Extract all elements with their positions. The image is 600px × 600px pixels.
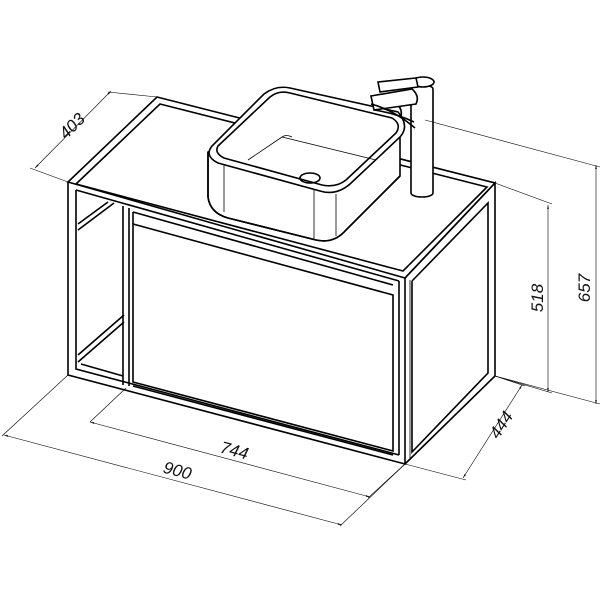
dimension-label-overall-width: 900 <box>161 458 194 484</box>
dimension-label-depth-top: 403 <box>55 109 89 143</box>
dimension-657: 657 <box>424 119 600 405</box>
faucet <box>370 76 435 198</box>
dimension-444: 444 <box>404 375 526 481</box>
dimension-label-depth-bottom: 444 <box>486 408 517 442</box>
dimension-label-frame-height: 518 <box>528 283 547 312</box>
left-open-shelf <box>77 201 130 386</box>
dimension-label-total-height: 657 <box>575 273 594 302</box>
dimension-label-inner-width: 744 <box>218 438 250 464</box>
vessel-sink <box>207 86 406 242</box>
dimension-518: 518 <box>494 182 553 394</box>
